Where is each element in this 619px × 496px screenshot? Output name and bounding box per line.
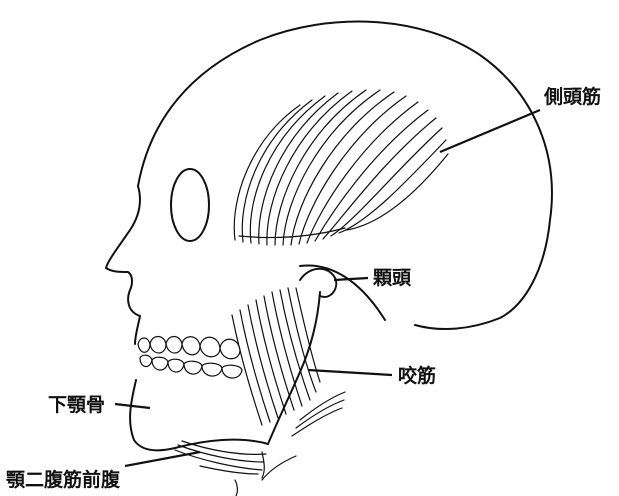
digastric-anterior-belly [175,441,266,478]
mandible-outline [130,380,268,450]
label-temporalis: 側頭筋 [543,85,601,108]
throat-line [235,480,237,496]
upper-teeth [138,337,240,359]
condyle-shape [300,269,336,297]
lower-teeth [140,355,242,378]
label-masseter: 咬筋 [398,364,436,387]
masseter-leader [308,370,392,375]
digastric-leader [125,452,200,466]
mandible-leader [115,404,150,408]
condyle-leader [334,278,368,280]
label-mandible: 下顎骨 [48,394,105,416]
temporalis-leader [440,110,540,152]
label-digastric: 顎二腹筋前腹 [6,468,121,491]
eye-orbit [171,169,209,241]
temporalis-muscle [234,90,448,245]
face-profile [106,186,140,344]
hyoid-line [262,456,296,480]
label-condyle: 顆頭 [373,267,412,289]
